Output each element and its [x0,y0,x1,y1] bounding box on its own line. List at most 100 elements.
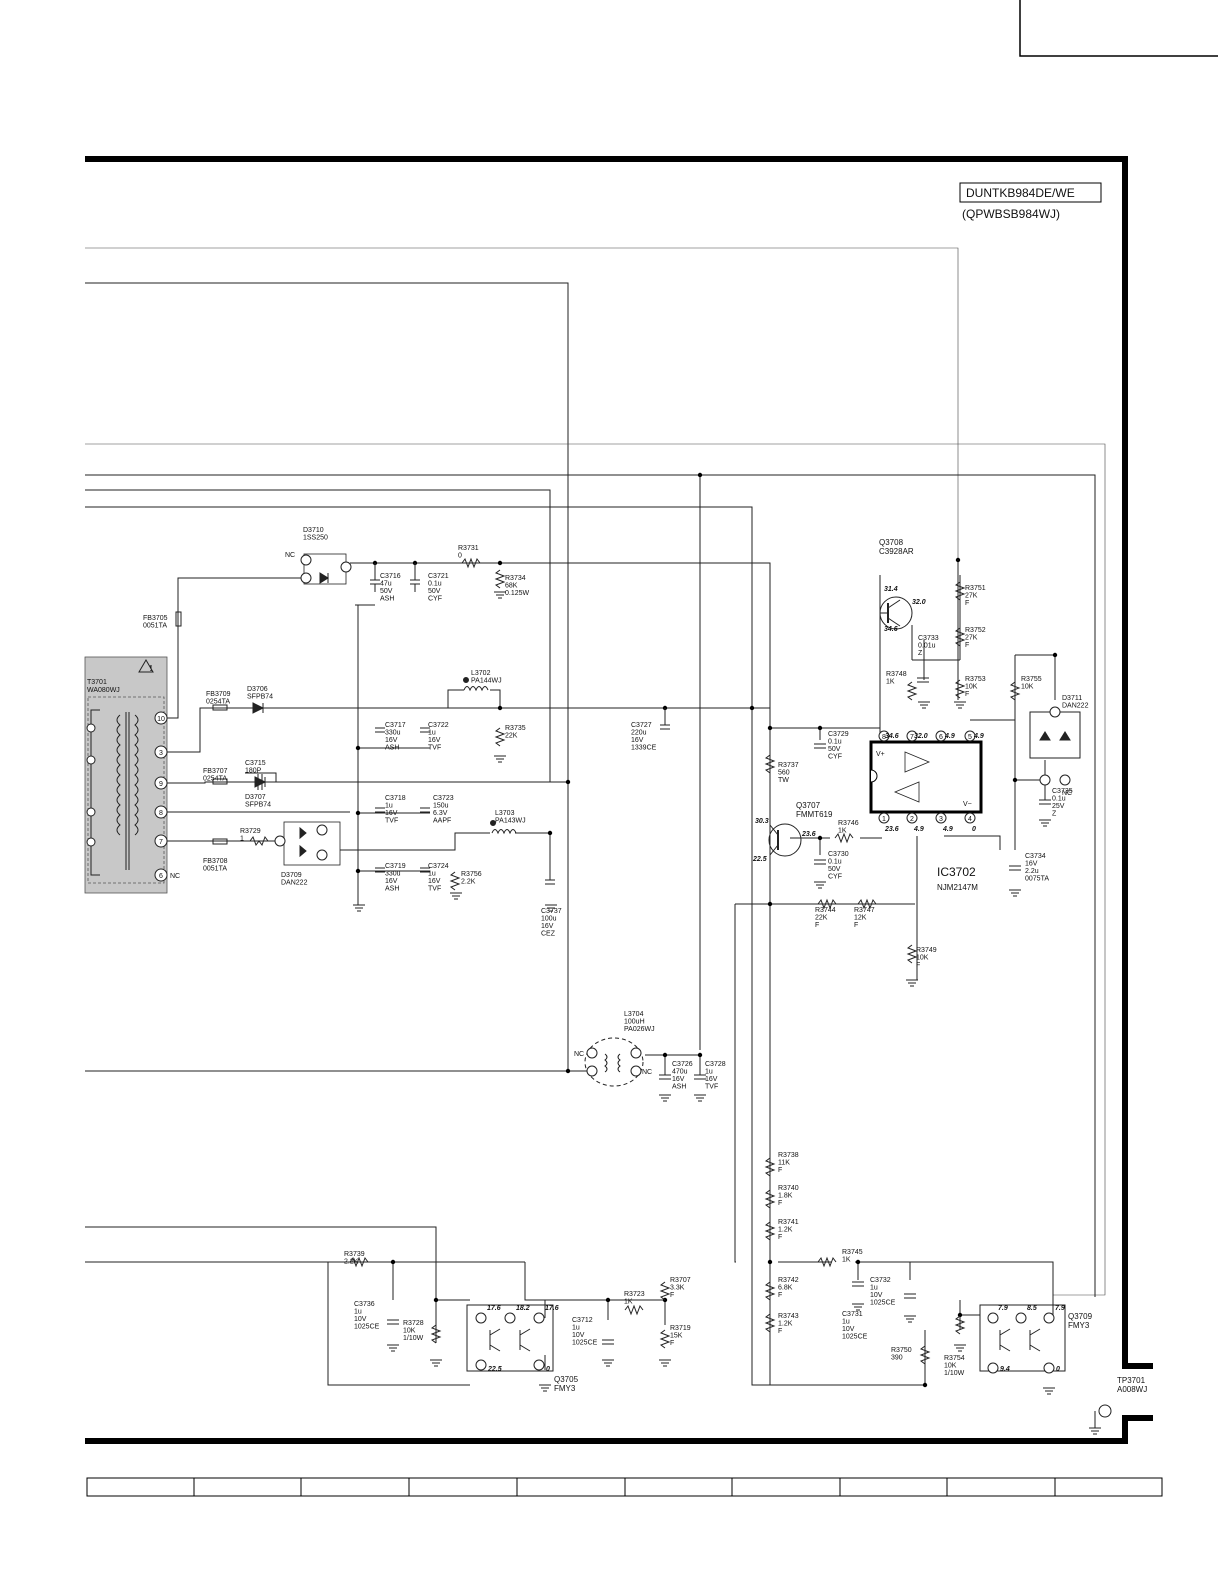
r3741-label-1: 1.2K [778,1227,793,1234]
ic-pin-7: 7 [910,734,914,741]
q3705-label-0: Q3705 [554,1375,579,1384]
fb3707-label-0: FB3707 [203,768,228,775]
c3736-label-0: C3736 [354,1301,375,1308]
l3704-label-0: L3704 [624,1011,644,1018]
r3755-label-1: 10K [1021,684,1034,691]
r3748-label-1: 1K [886,679,895,686]
c3737-label-2: 16V [541,923,554,930]
nc-d3711: NC [1062,790,1072,797]
r3742-label-0: R3742 [778,1277,799,1284]
r3738-label-2: F [778,1167,782,1174]
t3701-pin-9: 9 [159,781,163,788]
v-q3709-p4: 8.5 [1027,1305,1037,1312]
c3723-label-2: 6.3V [433,810,448,817]
c3726-label-2: 16V [672,1076,685,1083]
r3743-label-0: R3743 [778,1313,799,1320]
c3736-label-2: 10V [354,1316,367,1323]
nc-d3710: NC [285,552,295,559]
r3740-label-2: F [778,1200,782,1207]
r3746-label-1: 1K [838,828,847,835]
r3752-label-2: F [965,642,969,649]
r3734-label-0: R3734 [505,575,526,582]
c3724-label-2: 16V [428,878,441,885]
d3706-label-1: SFPB74 [247,694,273,701]
c3731-label-0: C3731 [842,1311,863,1318]
c3731-label-1: 1u [842,1319,850,1326]
r3737-label-0: R3737 [778,762,799,769]
t3701-pin-8: 8 [159,810,163,817]
c3727-label-0: C3727 [631,722,652,729]
ic3702: V+ V− 8 7 6 5 1 2 3 4 IC3702 NJM2147M [869,730,983,892]
v-ic-p5: 4.9 [973,733,984,740]
r3749-label-2: F [916,962,920,969]
c3735-label-1: 0.1u [1052,796,1066,803]
c3722-label-1: 1u [428,730,436,737]
r3749-label-0: R3749 [916,947,937,954]
c3728-label-0: C3728 [705,1061,726,1068]
v-q3705-p5: 17.6 [545,1305,559,1312]
l3702-label-0: L3702 [471,670,491,677]
fb3705-label-1: 0051TA [143,623,167,630]
c3735-label-3: Z [1052,811,1057,818]
r3735-label-1: 22K [505,733,518,740]
c3734-label-2: 2.2u [1025,868,1039,875]
voltage-annotations: 31.4 32.0 34.6 34.6 32.0 4.9 4.9 23.6 4.… [487,586,1065,1373]
c3731-label-2: 10V [842,1326,855,1333]
c3731-label-3: 1025CE [842,1334,868,1341]
r3734-label-2: 0.125W [505,590,530,597]
c3712-label-3: 1025CE [572,1340,598,1347]
r3719-label-2: F [670,1340,674,1347]
c3716-label-0: C3716 [380,573,401,580]
component-labels: D37101SS250FB37050051TAC371647u50VASHC37… [143,527,1147,1394]
r3728-label-1: 10K [403,1328,416,1335]
ic-pin-3: 3 [939,816,943,823]
nc-l3704-a: NC [574,1051,584,1058]
fb3707-label-1: 0254TA [203,776,227,783]
v-q3705-p3: 17.6 [487,1305,501,1312]
q3705-label-1: FMY3 [554,1384,576,1393]
v-q3707-e: 22.5 [752,856,767,863]
t3701-pin-6: 6 [159,873,163,880]
tp3701-label-1: A008WJ [1117,1385,1147,1394]
ground-symbols [353,591,1101,1435]
c3724-label-1: 1u [428,871,436,878]
c3726-label-1: 470u [672,1069,688,1076]
r3745-label-0: R3745 [842,1249,863,1256]
c3721-label-2: 50V [428,588,441,595]
r3728-label-0: R3728 [403,1320,424,1327]
ic-pin-5: 5 [968,734,972,741]
fb3709-label-1: 0254TA [206,699,230,706]
c3735-label-0: C3735 [1052,788,1073,795]
c3717-label-0: C3717 [385,722,406,729]
r3742-label-2: F [778,1292,782,1299]
ic-vplus: V+ [876,751,885,758]
r3731-label-1: 0 [458,553,462,560]
c3721-label-3: CYF [428,596,442,603]
c3732-label-1: 1u [870,1285,878,1292]
c3736-label-3: 1025CE [354,1324,380,1331]
r3753-label-1: 10K [965,684,978,691]
r3738-label-0: R3738 [778,1152,799,1159]
r3754-label-1: 10K [944,1363,957,1370]
ic-pin-6: 6 [939,734,943,741]
c3728-label-2: 16V [705,1076,718,1083]
fb3708-label-0: FB3708 [203,858,228,865]
r3731-label-0: R3731 [458,545,479,552]
r3740-label-1: 1.8K [778,1193,793,1200]
c3737-label-0: C3737 [541,908,562,915]
c3718-label-1: 1u [385,803,393,810]
r3755-label-0: R3755 [1021,676,1042,683]
r3735-label-0: R3735 [505,725,526,732]
q3709-label-1: FMY3 [1068,1321,1090,1330]
transformer-part: WA080WJ [87,687,120,694]
c3723-label-0: C3723 [433,795,454,802]
c3732-label-0: C3732 [870,1277,891,1284]
r3734-label-1: 68K [505,583,518,590]
d3707-label-0: D3707 [245,794,266,801]
c3715-label-1: 180P [245,768,262,775]
c3736-label-1: 1u [354,1309,362,1316]
model-label: DUNTKB984DE/WE [966,186,1075,200]
l3704-label-2: PA026WJ [624,1026,655,1033]
c3729-label-1: 0.1u [828,739,842,746]
q3709-label-0: Q3709 [1068,1312,1093,1321]
